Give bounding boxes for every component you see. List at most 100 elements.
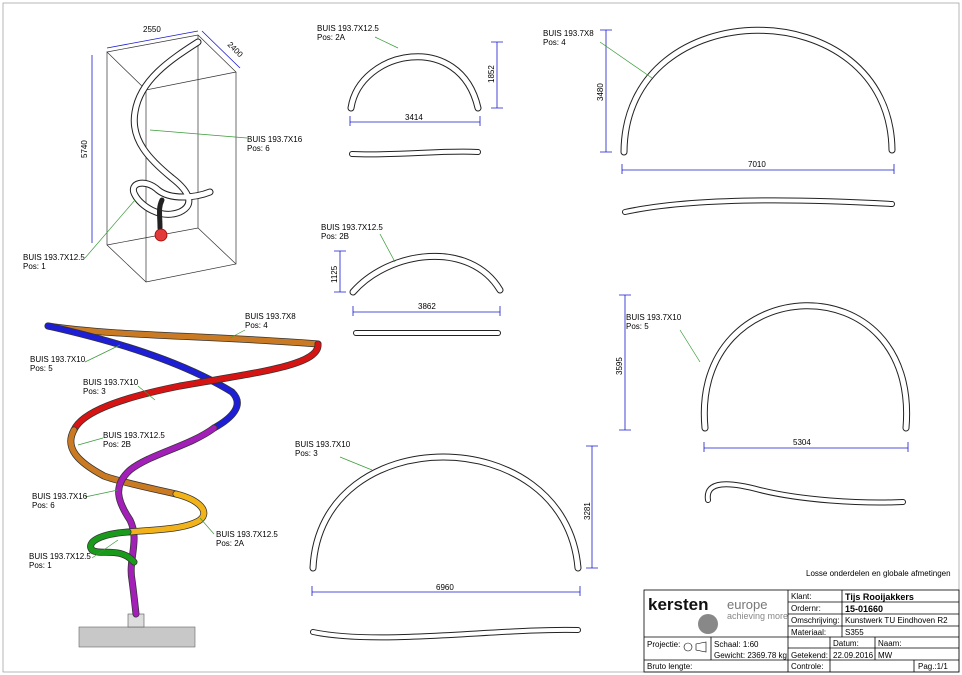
segment-pos2a: [125, 491, 207, 535]
sheet-note: Losse onderdelen en globale afmetingen: [806, 569, 951, 578]
part-3-arc: [309, 453, 582, 572]
part-5-arc-inner: [701, 303, 910, 431]
tb-ordernr-value: 15-01660: [845, 604, 883, 614]
tb-naam-label: Naam:: [878, 639, 902, 648]
color-leader-pos4: [229, 329, 246, 339]
tb-schaal: Schaal: 1:60: [714, 640, 759, 649]
part-2a-view: 3414 1852 BUIS 193.7X12.5 Pos: 2A: [317, 24, 503, 158]
color-label-pos2b-name: BUIS 193.7X12.5: [103, 431, 165, 440]
part-2b-dim-width: 3862: [418, 302, 436, 311]
title-block: kersten europe achieving more Klant: Tij…: [643, 589, 960, 673]
part-2b-dim-height: 1125: [330, 265, 339, 283]
iso-dim-width-line: [106, 30, 199, 49]
part-2b-label-pos: Pos: 2B: [321, 232, 349, 241]
part-4-dim-width-line: [621, 164, 895, 174]
part-5-label-pos: Pos: 5: [626, 322, 649, 331]
color-leader-pos6: [84, 489, 119, 498]
tb-getekend-name: MW: [878, 651, 893, 660]
part-3-leader: [339, 456, 373, 471]
part-3-side-pipe-inner: [311, 627, 580, 640]
iso-label-pos1-name: BUIS 193.7X12.5: [23, 253, 85, 262]
part-4-dim-width: 7010: [748, 160, 766, 169]
color-leader-pos2b: [77, 437, 104, 446]
part-3-dim-height: 3281: [583, 502, 592, 520]
part-3-dim-width: 6960: [436, 583, 454, 592]
segment-pos5: [45, 323, 240, 431]
segment-pos3-outline: [70, 340, 322, 434]
tb-getekend-date: 22.09.2016: [833, 651, 874, 660]
iso-dim-height: 5740: [80, 140, 89, 158]
part-2b-label-name: BUIS 193.7X12.5: [321, 223, 383, 232]
part-2a-label-pos: Pos: 2A: [317, 33, 346, 42]
color-label-pos2a-name: BUIS 193.7X12.5: [216, 530, 278, 539]
tb-projectie-label: Projectie:: [647, 640, 680, 649]
part-2a-dim-width: 3414: [405, 113, 423, 122]
color-label-pos4-pos: Pos: 4: [245, 321, 268, 330]
color-leader-pos2a: [199, 517, 215, 535]
segment-pos2b: [68, 427, 179, 497]
part-4-dim-height: 3480: [596, 83, 605, 101]
iso-lower-pipe: [157, 197, 165, 231]
logo-swirl-icon: [698, 614, 718, 634]
part-4-side-pipe-inner: [623, 198, 894, 214]
iso-dim-depth-line: [201, 30, 241, 69]
iso-leader-pos6: [149, 129, 248, 139]
color-label-pos5-pos: Pos: 5: [30, 364, 53, 373]
tb-materiaal-value: S355: [845, 628, 864, 637]
logo-europe: europe: [727, 597, 767, 612]
logo-tagline: achieving more: [727, 611, 788, 621]
color-label-pos1-pos: Pos: 1: [29, 561, 52, 570]
tb-klant-value: Tijs Rooijakkers: [845, 592, 914, 602]
part-2b-view: 3862 1125 BUIS 193.7X12.5 Pos: 2B: [321, 223, 504, 336]
part-2a-arc: [347, 53, 482, 112]
color-label-pos5-name: BUIS 193.7X10: [30, 355, 86, 364]
projection-symbol-icon: [683, 641, 707, 653]
iso-label-pos6-name: BUIS 193.7X16: [247, 135, 303, 144]
iso-dim-width: 2550: [143, 25, 161, 34]
part-2b-dim-width-line: [352, 306, 501, 316]
segment-pos3: [71, 341, 321, 433]
part-3-label-name: BUIS 193.7X10: [295, 440, 351, 449]
color-view: BUIS 193.7X8 Pos: 4 BUIS 193.7X10 Pos: 5…: [29, 312, 322, 648]
part-5-dim-height-line: [619, 294, 631, 431]
color-leader-pos1: [91, 539, 119, 559]
title-block-frame: [643, 589, 960, 673]
part-4-label-pos: Pos: 4: [543, 38, 566, 47]
tb-controle-label: Controle:: [791, 662, 823, 671]
part-2a-arc-inner: [348, 54, 481, 111]
part-2a-dim-height-line: [491, 41, 503, 109]
part-4-arc-inner: [621, 27, 895, 155]
part-5-dim-height: 3595: [615, 357, 624, 375]
color-label-pos3-pos: Pos: 3: [83, 387, 106, 396]
part-4-view: 7010 3480 BUIS 193.7X8 Pos: 4: [543, 26, 896, 215]
part-5-label-name: BUIS 193.7X10: [626, 313, 682, 322]
part-4-arc: [620, 26, 896, 156]
part-2a-leader: [374, 36, 399, 49]
tb-gewicht: Gewicht: 2369.78 kg: [714, 651, 787, 660]
iso-view: 2550 2400 5740 BUIS 193.7X16 Pos: 6 BUIS…: [23, 25, 303, 283]
part-3-view: 6960 3281 BUIS 193.7X10 Pos: 3: [295, 440, 598, 641]
color-label-pos3-name: BUIS 193.7X10: [83, 378, 139, 387]
part-5-arc: [700, 302, 911, 432]
color-label-pos4-name: BUIS 193.7X8: [245, 312, 296, 321]
part-5-dim-width-line: [703, 442, 909, 452]
tb-pag: Pag.:1/1: [918, 662, 948, 671]
color-label-pos1-name: BUIS 193.7X12.5: [29, 552, 91, 561]
tb-omschrijving-value: Kunstwerk TU Eindhoven R2: [845, 616, 948, 625]
tb-omschrijving-label: Omschrijving:: [791, 616, 839, 625]
tb-materiaal-label: Materiaal:: [791, 628, 826, 637]
part-3-dim-height-line: [586, 445, 598, 569]
part-5-side-pipe-inner: [705, 482, 905, 505]
tb-getekend-label: Getekend:: [791, 651, 828, 660]
part-2a-dim-width-line: [349, 116, 481, 126]
part-3-arc-inner: [310, 454, 581, 571]
part-4-leader: [599, 41, 653, 79]
tb-klant-label: Klant:: [791, 592, 811, 601]
segment-pos1: [87, 529, 137, 565]
iso-bounding-box: [106, 34, 237, 283]
color-label-pos6-name: BUIS 193.7X16: [32, 492, 88, 501]
color-label-pos6-pos: Pos: 6: [32, 501, 55, 510]
iso-leader-pos1: [84, 199, 136, 259]
iso-label-pos6-pos: Pos: 6: [247, 144, 270, 153]
